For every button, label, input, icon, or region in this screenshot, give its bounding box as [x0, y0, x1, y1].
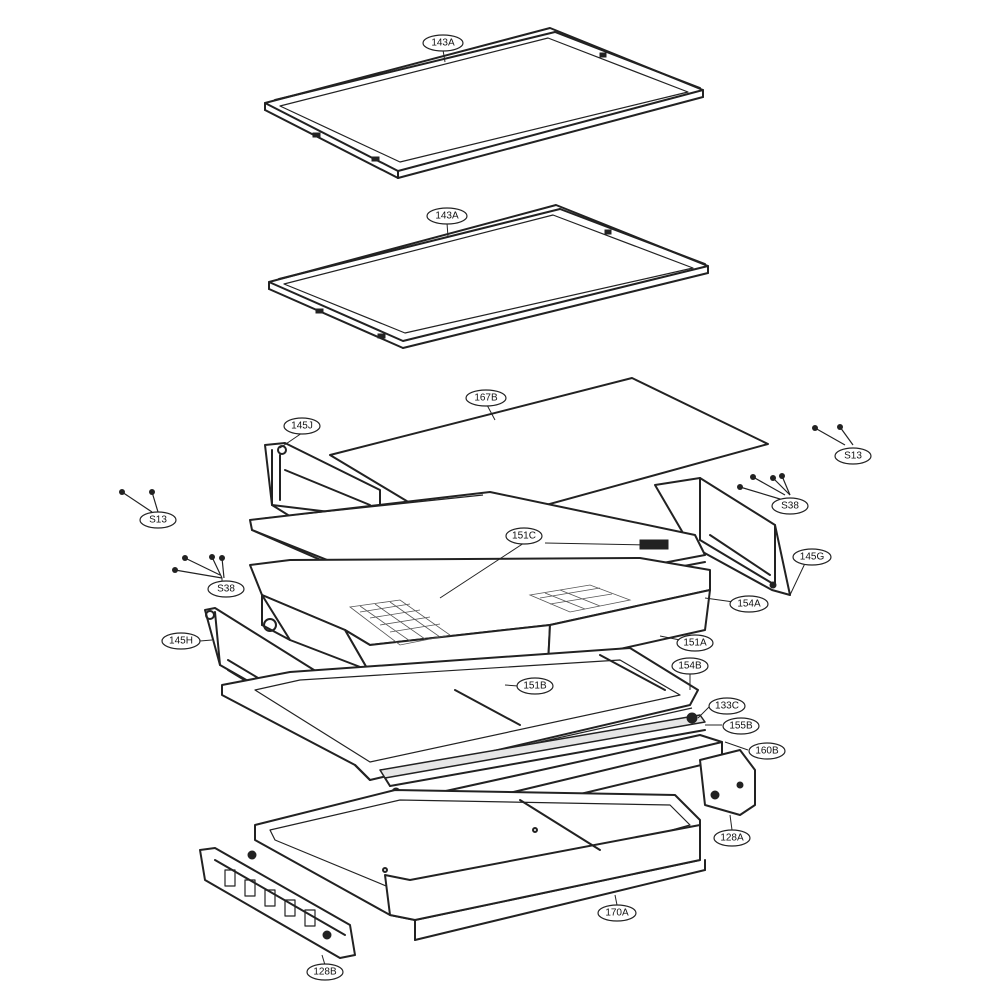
callout-170a: 170A	[597, 904, 637, 922]
callout-label-133c: 133C	[715, 701, 739, 712]
callout-143a-top: 143A	[422, 34, 464, 52]
callout-155b: 155B	[722, 717, 760, 735]
callout-label-151c: 151C	[512, 531, 536, 542]
screws-s13-right	[812, 424, 854, 446]
callout-label-167b: 167B	[474, 393, 498, 404]
callout-label-s13-left: S13	[149, 515, 167, 526]
callout-label-151a: 151A	[683, 638, 707, 649]
rail-145j	[264, 442, 381, 521]
callout-145j: 145J	[283, 417, 321, 435]
callout-label-145j: 145J	[291, 421, 313, 432]
callout-label-128a: 128A	[720, 833, 744, 844]
screws-s38-right	[737, 473, 791, 503]
callout-label-151b: 151B	[523, 681, 547, 692]
callout-label-154b: 154B	[678, 661, 702, 672]
strip-155b	[379, 712, 706, 787]
callout-145g: 145G	[792, 548, 832, 566]
callout-s13-right: S13	[834, 447, 872, 465]
callout-167b: 167B	[465, 389, 507, 407]
callout-label-s13-right: S13	[844, 451, 862, 462]
callout-label-160b: 160B	[755, 746, 779, 757]
callout-143a-middle: 143A	[426, 207, 468, 225]
callout-160b: 160B	[748, 742, 786, 760]
glass-shelf-143a-middle	[268, 204, 709, 349]
callout-128b: 128B	[306, 963, 344, 981]
callout-label-143a-top: 143A	[431, 38, 455, 49]
callout-label-155b: 155B	[729, 721, 753, 732]
screws-s38-left	[172, 554, 225, 579]
callout-151b: 151B	[516, 677, 554, 695]
callout-145h: 145H	[161, 632, 201, 650]
callout-s38-right: S38	[771, 497, 809, 515]
callout-128a: 128A	[713, 829, 751, 847]
callout-s13-left: S13	[139, 511, 177, 529]
callout-label-145g: 145G	[800, 552, 825, 563]
callout-154a: 154A	[729, 595, 769, 613]
callout-label-170a: 170A	[605, 908, 629, 919]
screws-s13-left	[119, 489, 159, 513]
side-bracket-128b	[199, 847, 356, 959]
callout-151c: 151C	[505, 527, 543, 545]
callout-133c: 133C	[708, 697, 746, 715]
callout-label-s38-right: S38	[781, 501, 799, 512]
drawer-body-170a	[254, 789, 706, 941]
callout-154b: 154B	[671, 657, 709, 675]
callout-label-145h: 145H	[169, 636, 193, 647]
glass-shelf-143a-top	[264, 27, 704, 179]
callout-s38-left: S38	[207, 580, 245, 598]
callout-label-154a: 154A	[737, 599, 761, 610]
callout-label-s38-left: S38	[217, 584, 235, 595]
callout-label-143a-middle: 143A	[435, 211, 459, 222]
callout-151a: 151A	[676, 634, 714, 652]
callout-label-128b: 128B	[313, 967, 337, 978]
